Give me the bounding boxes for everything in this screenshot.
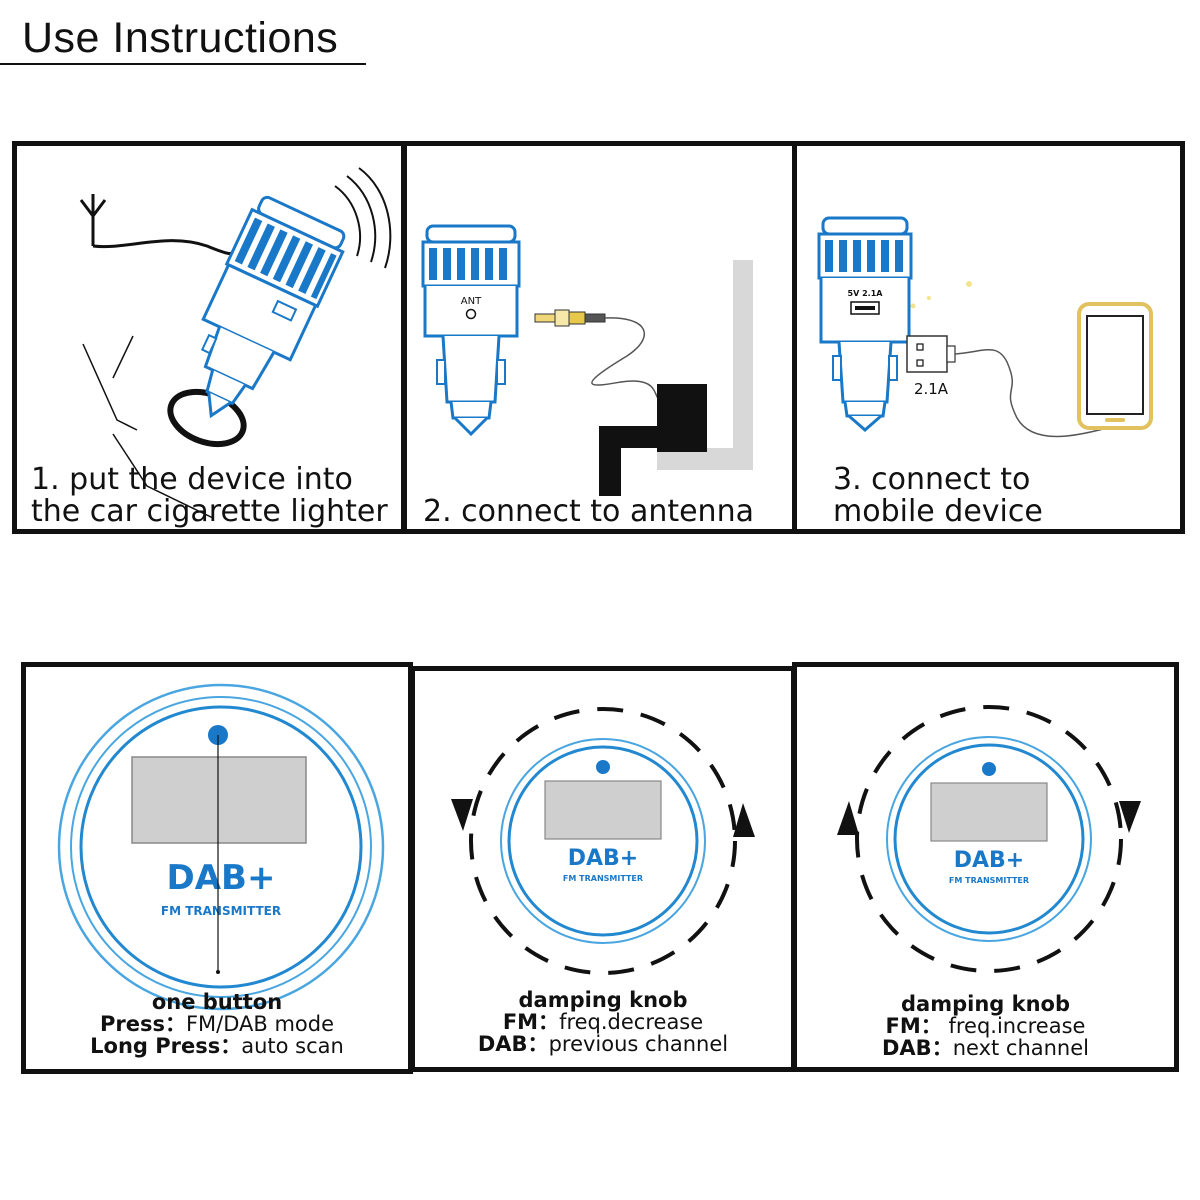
arrow-counterclockwise-icon (451, 799, 473, 831)
car-window-glass (657, 260, 753, 470)
caption-value: auto scan (241, 1034, 344, 1058)
step-2-illustration: ANT (421, 224, 753, 496)
control-1-panel: DAB+ FM TRANSMITTER one button Press：FM/… (21, 662, 413, 1074)
device-subtitle: FM TRANSMITTER (161, 904, 281, 918)
caption-heading: damping knob (901, 992, 1070, 1016)
caption-value: freq.decrease (559, 1010, 704, 1034)
control-1-caption: one button Press：FM/DAB mode Long Press：… (26, 991, 408, 1057)
caption-row: DAB：next channel (797, 1037, 1174, 1059)
display-screen (930, 782, 1048, 842)
control-2-caption: damping knob FM：freq.decrease DAB：previo… (415, 989, 791, 1055)
device-illustration (200, 195, 346, 419)
caption-value: next channel (952, 1036, 1089, 1060)
device-subtitle: FM TRANSMITTER (563, 874, 643, 883)
caption-row: FM：freq.decrease (415, 1011, 791, 1033)
caption-row: DAB：previous channel (415, 1033, 791, 1055)
caption-line: 2. connect to antenna (423, 494, 754, 529)
usb-port-label: 5V 2.1A (848, 289, 884, 298)
antenna-cable (591, 317, 664, 403)
arrow-clockwise-icon (837, 801, 859, 835)
caption-heading: damping knob (518, 988, 688, 1012)
usb-cable (954, 349, 1108, 438)
usb-plug-label: 2.1A (914, 380, 949, 398)
knob-illustration: DAB+ FM TRANSMITTER (837, 705, 1141, 973)
knob-illustration: DAB+ FM TRANSMITTER (451, 707, 755, 975)
caption-key: DAB： (882, 1036, 953, 1060)
caption-value: FM/DAB mode (185, 1012, 335, 1036)
antenna-icon (79, 194, 240, 255)
step-3-illustration: 5V 2.1A 2.1A (817, 216, 1153, 438)
control-3-panel: DAB+ FM TRANSMITTER damping knob FM： fre… (792, 662, 1179, 1072)
one-button-icon (982, 762, 996, 776)
one-button-icon (596, 760, 610, 774)
signal-wave-icon (334, 167, 392, 269)
device-subtitle: FM TRANSMITTER (949, 876, 1029, 885)
ant-port-label: ANT (461, 296, 482, 307)
caption-row: FM： freq.increase (797, 1015, 1174, 1037)
device-brand: DAB+ (568, 846, 639, 871)
caption-row: Long Press：auto scan (26, 1035, 408, 1057)
caption-line: the car cigarette lighter (31, 494, 388, 529)
step-1-illustration (79, 167, 392, 519)
caption-line: mobile device (833, 494, 1043, 529)
caption-heading: one button (151, 990, 283, 1014)
antenna-base-icon (599, 384, 707, 496)
caption-line: 1. put the device into (31, 462, 353, 497)
step-1-panel: 1. put the device into the car cigarette… (12, 141, 406, 534)
display-screen (544, 780, 662, 840)
device-face-illustration: DAB+ FM TRANSMITTER (57, 683, 385, 1011)
step-2-caption: 2. connect to antenna (423, 496, 754, 528)
step-1-caption: 1. put the device into the car cigarette… (31, 464, 388, 528)
rotation-path (855, 705, 1123, 973)
arrow-clockwise-icon (1119, 801, 1141, 833)
display-screen (131, 756, 307, 844)
device-brand: DAB+ (167, 858, 276, 898)
page-title: Use Instructions (22, 14, 339, 62)
smartphone-icon (1077, 302, 1153, 430)
device-illustration: 5V 2.1A (817, 216, 913, 432)
title-underline (0, 63, 366, 65)
antenna-plug-icon (534, 309, 606, 327)
caption-value: previous channel (548, 1032, 729, 1056)
caption-row: Press：FM/DAB mode (26, 1013, 408, 1035)
caption-key: FM： (502, 1010, 560, 1034)
usb-plug-icon: 2.1A (906, 335, 956, 398)
rotation-path (469, 707, 737, 975)
caption-key: FM： (885, 1014, 942, 1038)
caption-key: DAB： (477, 1032, 549, 1056)
step-3-caption: 3. connect to mobile device (833, 464, 1043, 528)
caption-key: Press： (99, 1012, 186, 1036)
device-brand: DAB+ (954, 848, 1025, 873)
arrow-counterclockwise-icon (733, 803, 755, 837)
step-3-panel: 5V 2.1A 2.1A 3. connect (792, 141, 1185, 534)
control-3-caption: damping knob FM： freq.increase DAB：next … (797, 993, 1174, 1059)
caption-key: Long Press： (90, 1034, 242, 1058)
control-2-panel: DAB+ FM TRANSMITTER damping knob FM：freq… (410, 666, 796, 1072)
step-2-panel: ANT 2. connect to antenna (402, 141, 798, 534)
ant-port-icon (465, 308, 477, 320)
device-illustration: ANT (421, 224, 521, 437)
caption-value: freq.increase (941, 1014, 1086, 1038)
caption-line: 3. connect to (833, 462, 1031, 497)
sparkle-icon (910, 281, 972, 309)
